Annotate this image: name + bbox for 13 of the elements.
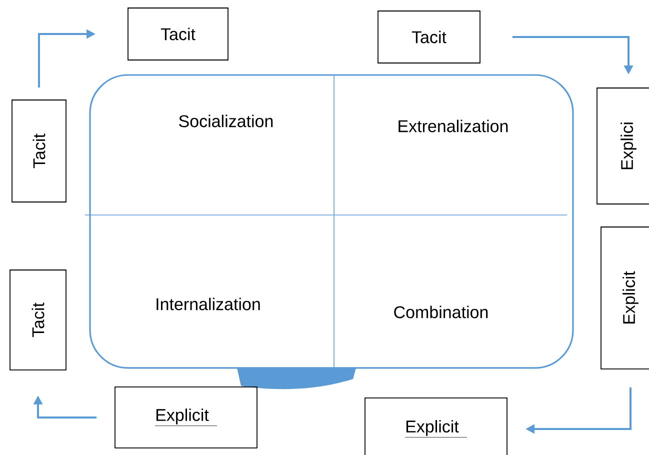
quadrant-label: Combination bbox=[394, 306, 488, 318]
matrix-box bbox=[89, 74, 574, 390]
label-box: Tacit bbox=[12, 100, 66, 202]
label-box: Tacit bbox=[10, 270, 66, 370]
quadrant-label: Socialization bbox=[179, 114, 273, 128]
label-box: Explicit bbox=[600, 226, 649, 370]
quadrant-label: Internalization bbox=[156, 298, 260, 310]
quadrant-label: Extrenalization bbox=[398, 120, 508, 132]
label-box: Explici bbox=[596, 88, 649, 204]
label-box: Explicit bbox=[364, 398, 508, 455]
label-box: Tacit bbox=[128, 8, 228, 60]
label-box: Explicit bbox=[114, 386, 258, 448]
label-box: Tacit bbox=[378, 10, 480, 64]
